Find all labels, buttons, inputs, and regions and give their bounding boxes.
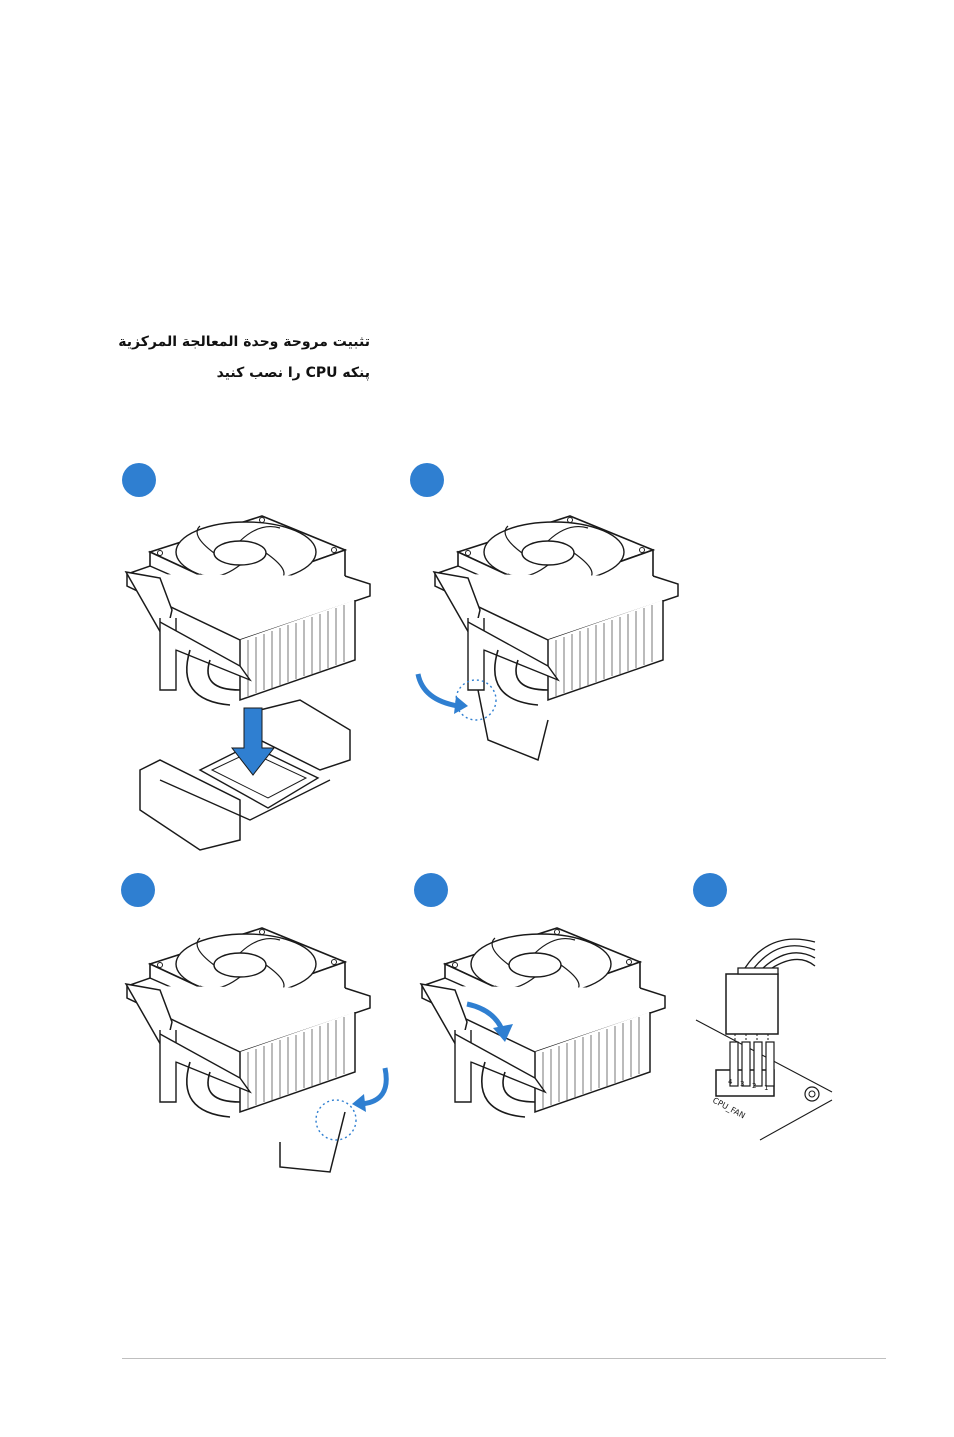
footer-rule: [122, 1358, 886, 1359]
cpu-fan-header-label: CPU_FAN: [711, 1096, 747, 1121]
figure-step-5-fan-connector: 4 3 2 1 CPU_FAN: [696, 939, 832, 1140]
figure-step-1: [126, 516, 370, 850]
pin-label-1: 1: [764, 1084, 768, 1092]
pin-label-3: 3: [740, 1080, 744, 1088]
figure-step-4: [421, 928, 665, 1117]
figure-step-2: [418, 516, 678, 760]
figure-step-3: [126, 928, 386, 1172]
pin-label-4: 4: [728, 1078, 733, 1086]
pin-label-2: 2: [752, 1082, 756, 1090]
